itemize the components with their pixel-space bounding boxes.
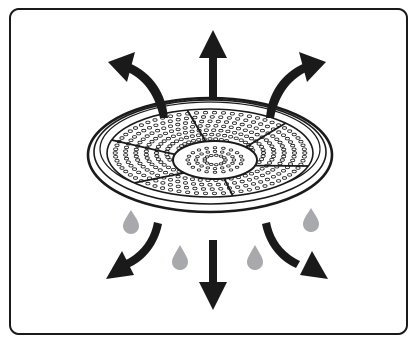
arrow-up <box>199 30 227 100</box>
arrow-down <box>199 240 227 310</box>
arrow-lower-right <box>262 222 328 279</box>
water-drop-1 <box>123 210 139 234</box>
water-drop-2 <box>172 245 188 270</box>
arrow-upper-right <box>266 52 326 118</box>
water-drop-4 <box>303 208 319 232</box>
water-drop-3 <box>247 245 263 270</box>
